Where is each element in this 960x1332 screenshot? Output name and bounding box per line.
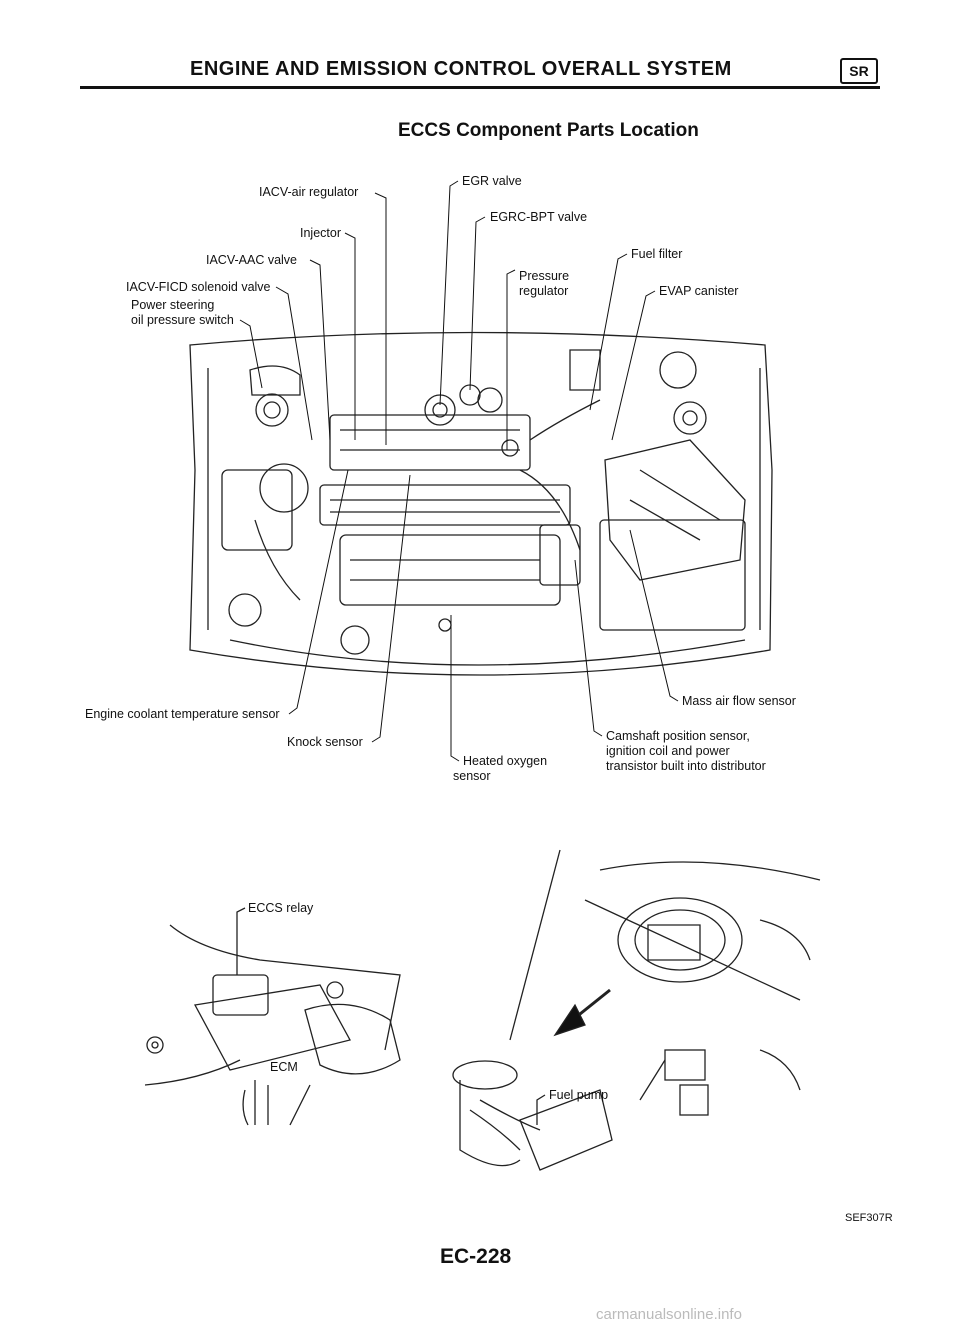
label-knock-sensor: Knock sensor <box>287 735 363 749</box>
label-engine-coolant-temperature-sensor: Engine coolant temperature sensor <box>85 707 280 721</box>
leader-camshaft <box>574 559 603 737</box>
leader-egr-valve <box>439 180 459 406</box>
label-heated-oxygen: Heated oxygen <box>463 754 548 768</box>
page-number: EC-228 <box>440 1245 512 1268</box>
label-egrc-bpt-valve: EGRC-BPT valve <box>490 210 588 224</box>
engine-bay-outline <box>189 331 773 676</box>
figure-code: SEF307R <box>845 1212 893 1224</box>
watermark: carmanualsonline.info <box>596 1306 742 1323</box>
leader-iacv-aac-valve <box>309 259 331 441</box>
label-evap-canister: EVAP canister <box>659 284 739 298</box>
leader-power-steering <box>239 319 263 389</box>
leader-iacv-air-regulator <box>374 192 387 445</box>
leader-engine-coolant <box>288 469 349 715</box>
label-camshaft-line1: Camshaft position sensor, <box>606 729 750 743</box>
leader-pressure-regulator <box>506 269 516 450</box>
leader-injector <box>344 232 356 440</box>
label-fuel-filter: Fuel filter <box>631 247 683 261</box>
section-subtitle: ECCS Component Parts Location <box>398 120 699 141</box>
label-mass-air-flow-sensor: Mass air flow sensor <box>682 694 796 708</box>
header-rule <box>80 86 880 89</box>
label-injector: Injector <box>300 226 341 240</box>
label-iacv-ficd-solenoid-valve: IACV-FICD solenoid valve <box>126 280 271 294</box>
label-power-steering: Power steering <box>131 298 215 312</box>
label-camshaft-line3: transistor built into distributor <box>606 759 766 773</box>
leader-mass-air-flow <box>629 529 679 702</box>
label-ecm: ECM <box>270 1060 298 1074</box>
leader-fuel-filter <box>589 253 628 411</box>
label-egr-valve: EGR valve <box>462 174 522 188</box>
label-camshaft-line2: ignition coil and power <box>606 744 730 758</box>
page-title: ENGINE AND EMISSION CONTROL OVERALL SYST… <box>190 58 732 80</box>
label-iacv-air-regulator: IACV-air regulator <box>259 185 359 199</box>
leader-iacv-ficd <box>275 286 313 441</box>
fuel-pump-drawing <box>452 849 821 1171</box>
leader-evap-canister <box>611 290 656 441</box>
label-pressure: Pressure <box>519 269 570 283</box>
label-regulator: regulator <box>519 284 569 298</box>
leader-egrc-bpt <box>469 216 486 391</box>
sr-badge: SR <box>840 58 878 84</box>
ecm-drawing <box>144 907 401 1126</box>
label-heated-oxygen-sensor: sensor <box>453 769 491 783</box>
label-oil-pressure-switch: oil pressure switch <box>131 313 234 327</box>
label-fuel-pump: Fuel pump <box>549 1088 609 1102</box>
leader-knock-sensor <box>371 474 411 743</box>
leader-heated-oxygen <box>450 615 460 762</box>
label-eccs-relay: ECCS relay <box>248 901 314 915</box>
label-iacv-aac-valve: IACV-AAC valve <box>206 253 298 267</box>
